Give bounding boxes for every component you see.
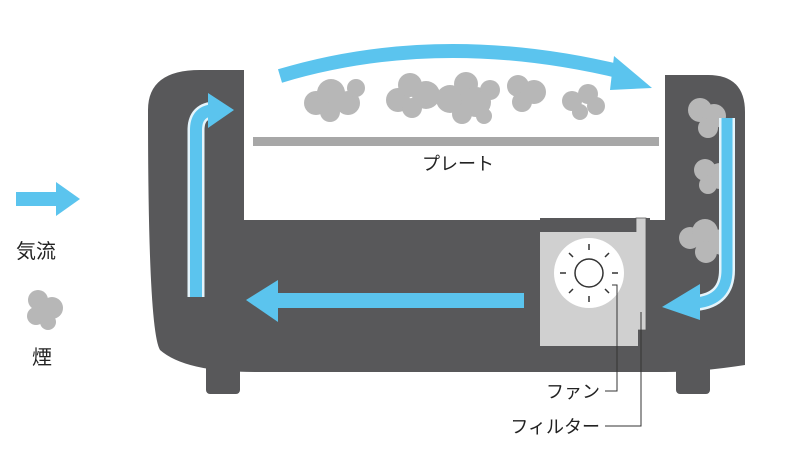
grill-housing [148,70,745,372]
plate [253,137,659,146]
fan-label: ファン [546,382,600,403]
smoke-cloud [679,219,735,263]
airflow-arrow-top-head [610,56,652,90]
grill-body [148,70,745,394]
smoke-cloud [304,79,365,122]
smoke-cloud [562,84,605,120]
grill-foot-left [206,360,240,394]
filter-leader-line [605,312,642,427]
filter-label: フィルター [510,417,600,438]
smoke-icon [27,290,63,330]
airflow-arrow-top [277,43,624,83]
smoke-cloud [386,73,440,118]
plate-label: プレート [422,154,494,175]
fan-unit [540,217,650,346]
airflow-arrows [187,43,735,322]
smoke-cloud [507,75,546,112]
airflow-arrow-bottom-head [246,280,278,322]
airflow-arrow-left-head [208,93,234,128]
airflow-arrow-icon [56,182,80,216]
fan-icon [560,244,618,302]
fan-leader-line [605,284,618,392]
airflow-arrow-right-head [662,284,700,320]
legend-airflow-arrow-body [16,192,58,206]
airflow-arrow-bottom [272,293,524,308]
legend-smoke-label: 煙 [32,345,52,369]
grill-foot-right [676,360,710,394]
legend-airflow-label: 気流 [16,239,56,263]
smoke-cloud [436,72,500,124]
smoke-cloud [688,98,726,138]
legend: 気流 煙 [16,182,80,369]
smoke-clouds [304,72,735,263]
